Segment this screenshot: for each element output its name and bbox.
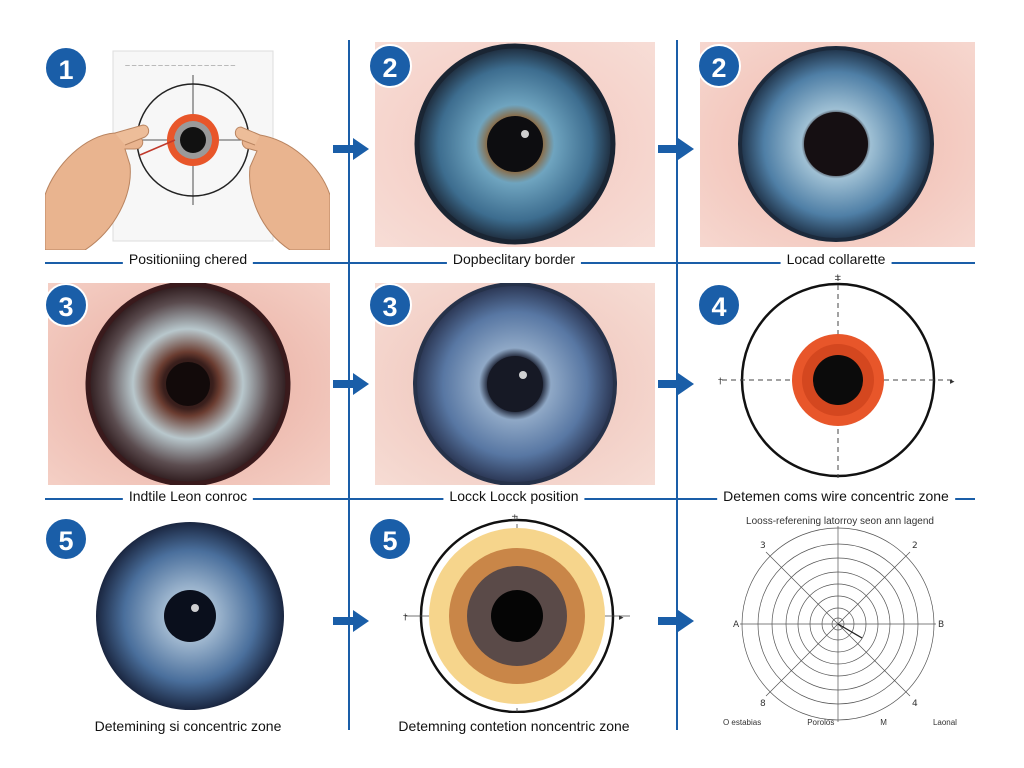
panel-limbus-contour [48,283,330,485]
svg-text:A: A [733,620,740,630]
right-arrow-icon [658,138,694,160]
iris-photo [375,42,655,247]
panel-caption: Detemning contetion noncentric zone [392,718,636,734]
legend-item: Laonal [932,718,957,727]
svg-text:±: ± [834,273,842,283]
panel-caption: Locck Locck position [443,488,585,504]
right-arrow-icon [333,373,369,395]
panel-concentric-diagram: ± † ▸ [700,268,975,490]
step-badge: 5 [368,517,412,561]
panel-concentric-iris [85,520,295,715]
legend-item: M [880,718,887,727]
legend-item: Porolos [807,718,835,727]
panel-caption: Locad collarette [780,251,892,267]
panel-positioning-chart: — — — — — — — — — — — — — — — — — [45,45,330,250]
svg-text:3: 3 [760,541,766,551]
panel-pupillary-border [375,42,655,247]
panel-lock-position [375,283,655,485]
legend-item: O estabias [722,718,762,727]
chart-title: Looss-referening latorroy seon ann lagen… [746,516,934,527]
iris-photo [700,42,975,247]
hands-holding-chart-illustration: — — — — — — — — — — — — — — — — — [45,50,330,250]
step-badge: 2 [697,44,741,88]
panel-caption: Indtile Leon conroc [122,488,254,504]
concentric-zone-diagram: ± † ▸ [718,273,956,478]
svg-text:— — — — — — — — — — — — — — —: — — — — — — — — — — — — — — — — — [125,63,235,69]
step-badge: 4 [697,283,741,327]
svg-text:±: ± [511,513,519,523]
step-badge: 1 [44,46,88,90]
polar-grid: A B 3 2 8 4 [733,526,944,722]
iris-photo [375,283,655,485]
concentric-zones-diagram: ± † ▸ [403,513,630,713]
panel-caption: Dopbeclitary border [446,251,582,267]
panel-caption: Detemen coms wire concentric zone [717,488,955,504]
panel-concentric-zones: ± † ▸ [395,508,645,713]
right-arrow-icon [658,610,694,632]
step-badge: 3 [44,283,88,327]
svg-text:B: B [938,620,944,630]
panel-caption: Detemining si concentric zone [88,718,288,734]
right-arrow-icon [333,138,369,160]
svg-text:▸: ▸ [950,377,955,387]
panel-caption: Positioniing chered [122,251,254,267]
svg-text:2: 2 [912,541,918,551]
svg-text:8: 8 [760,699,766,709]
right-arrow-icon [333,610,369,632]
panel-collarette [700,42,975,247]
svg-text:4: 4 [912,699,918,709]
svg-text:†: † [718,377,723,387]
step-badge: 3 [368,283,412,327]
panel-polar-chart: Looss-referening latorroy seon ann lagen… [700,512,980,732]
svg-text:▸: ▸ [619,613,624,623]
iris-photo [96,522,284,710]
iris-photo [48,283,330,485]
svg-text:†: † [403,613,408,623]
right-arrow-icon [658,373,694,395]
step-badge: 2 [368,44,412,88]
step-badge: 5 [44,517,88,561]
